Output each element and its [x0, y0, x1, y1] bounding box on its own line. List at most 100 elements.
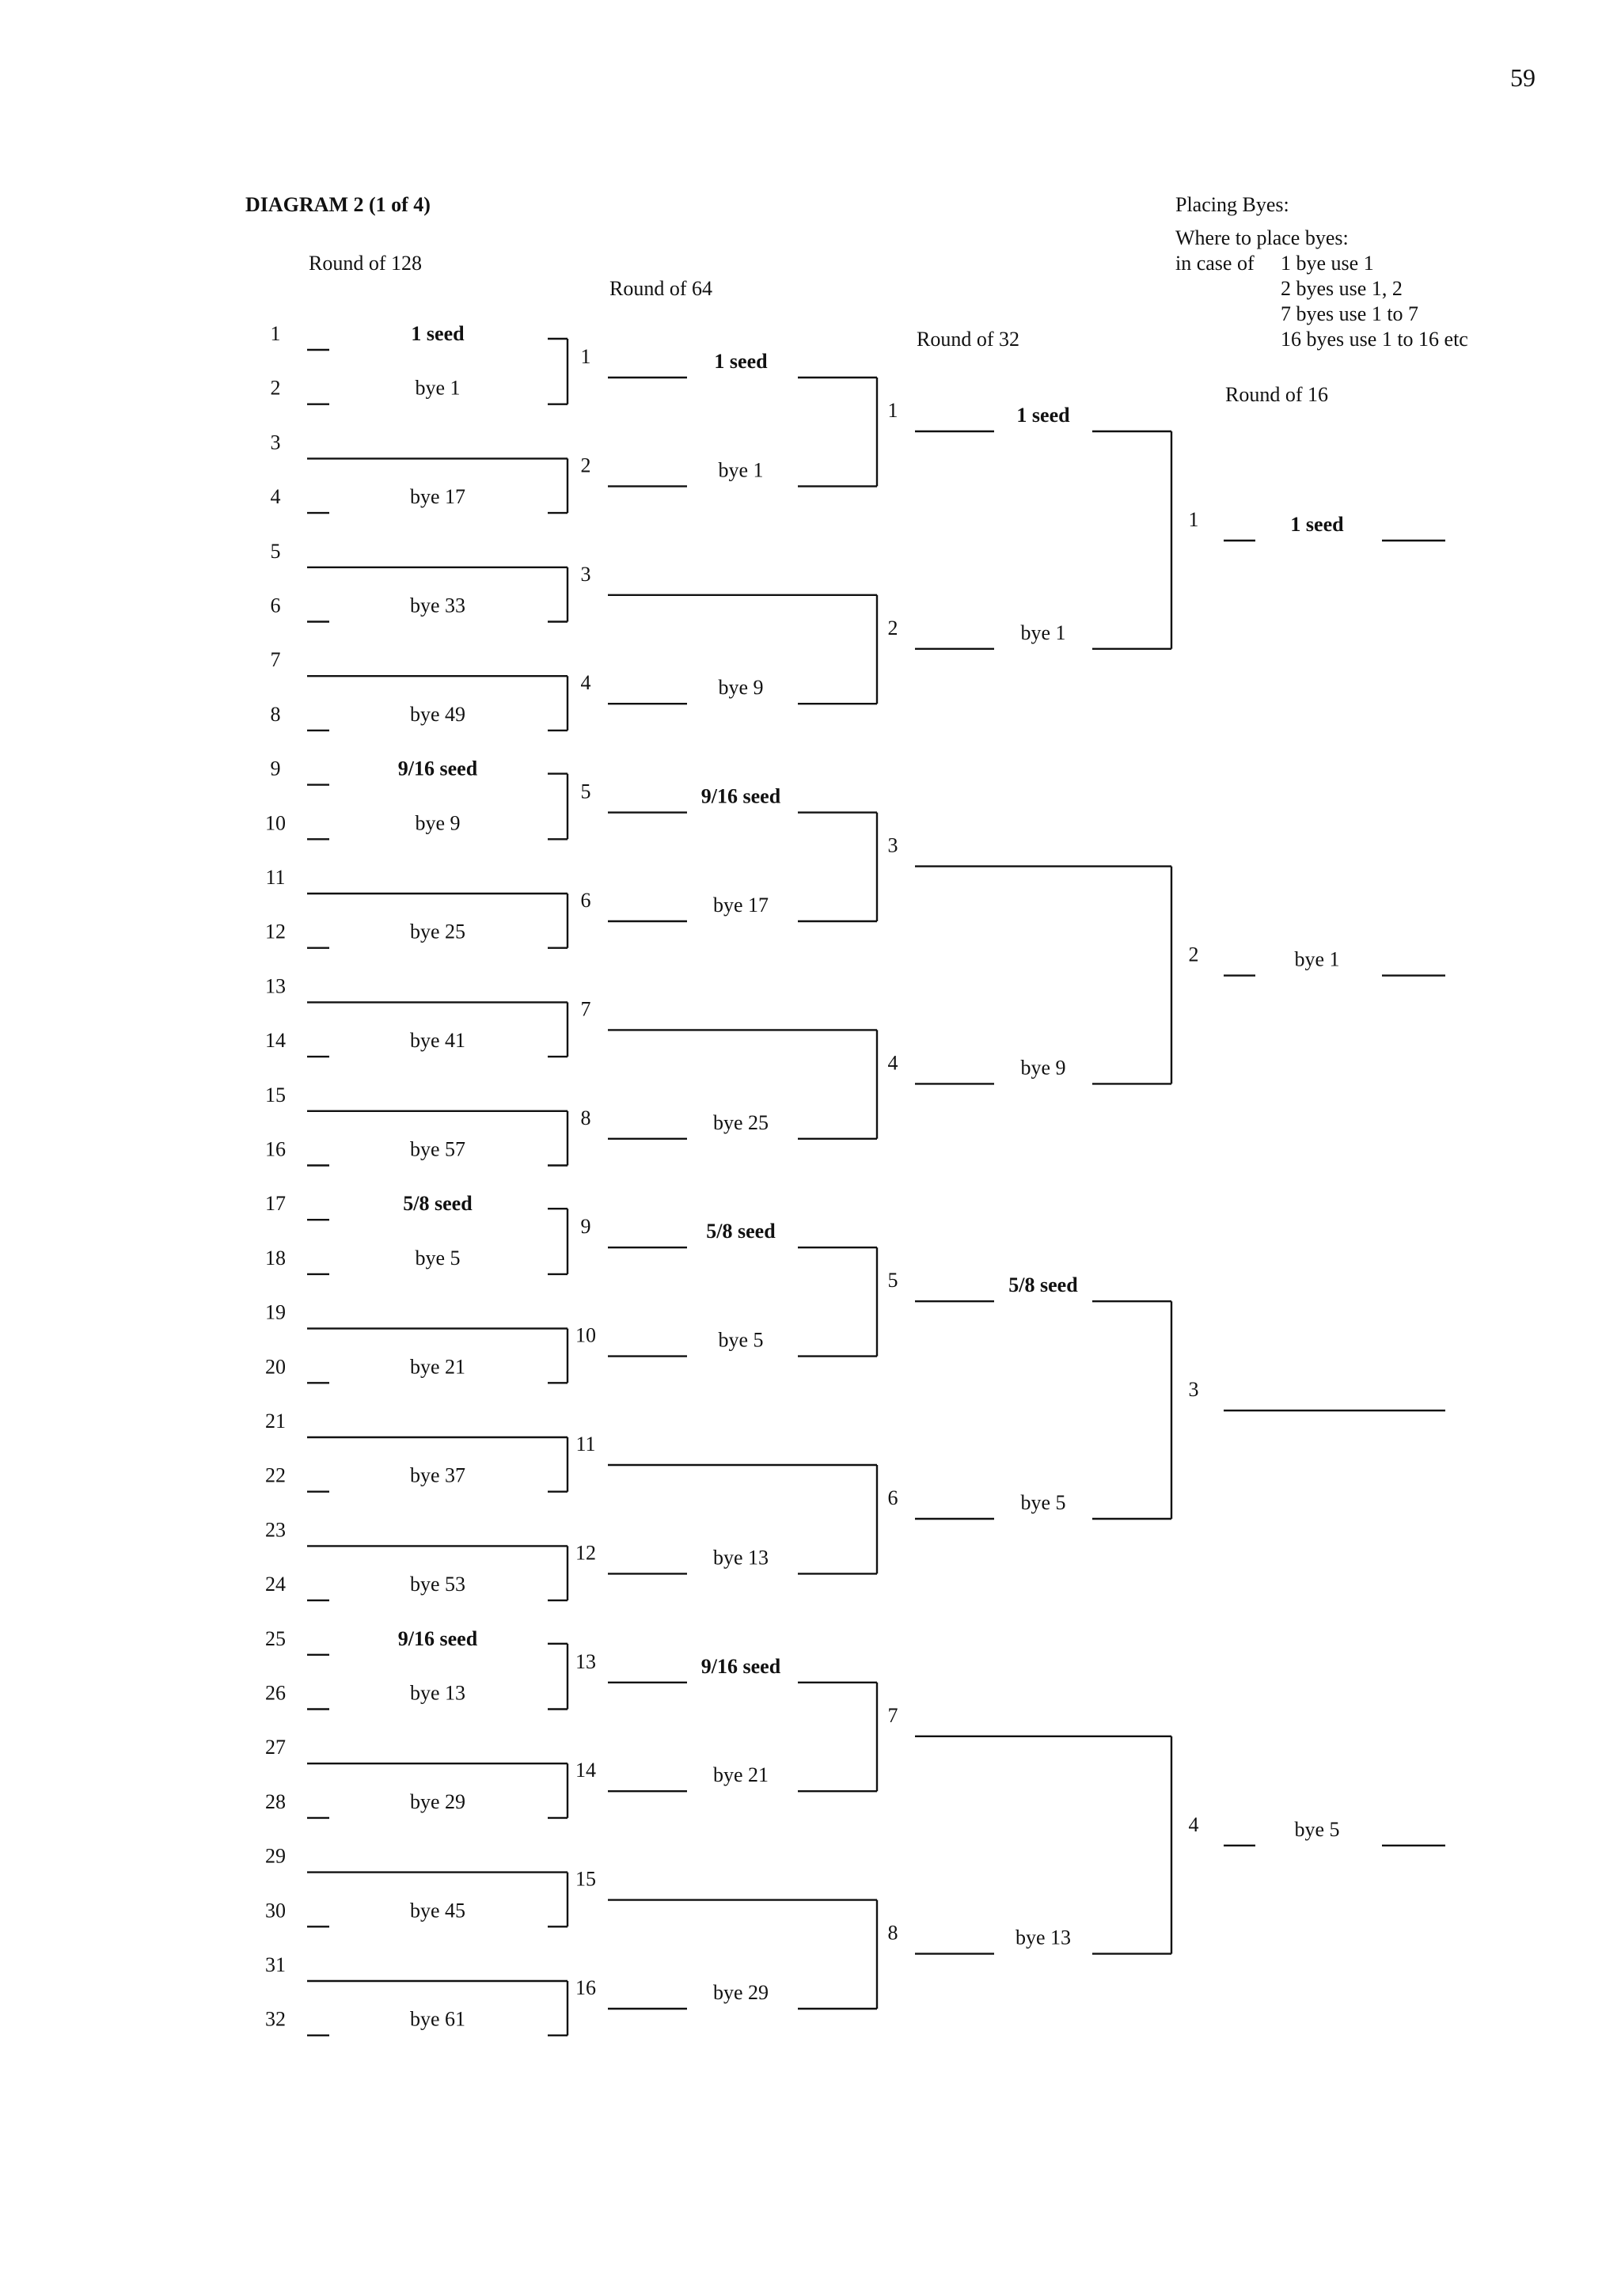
r128-slot-number: 16 [265, 1138, 286, 1161]
r128-entry-name: bye 45 [410, 1899, 465, 1922]
r64-entry-name: bye 29 [713, 1981, 769, 2004]
r128-slot-number: 11 [265, 866, 285, 889]
r128-entry-name: bye 37 [410, 1464, 465, 1487]
r64-entry-name: bye 21 [713, 1763, 769, 1786]
r16-entry-name: 1 seed [1290, 513, 1344, 536]
r128-entry-name: bye 1 [415, 377, 460, 400]
r64-slot-number: 13 [575, 1650, 596, 1673]
r64-slot-number: 1 [581, 345, 591, 368]
r128-entry-name: bye 29 [410, 1790, 465, 1813]
r128-entry-name: 9/16 seed [398, 757, 478, 780]
r128-slot-number: 21 [265, 1410, 286, 1433]
r128-slot-number: 10 [265, 811, 286, 834]
r128-entry-name: bye 9 [415, 811, 460, 834]
r16-slot-number: 1 [1189, 508, 1199, 531]
r16-slot-number: 4 [1189, 1813, 1199, 1836]
r128-slot-number: 13 [265, 974, 286, 997]
r64-entry-name: bye 13 [713, 1546, 769, 1569]
r128-entry-name: bye 33 [410, 594, 465, 617]
r128-entry-name: bye 25 [410, 920, 465, 943]
r128-entry-name: 5/8 seed [403, 1192, 473, 1215]
r128-slot-number: 5 [271, 540, 281, 563]
round-label-128: Round of 128 [309, 252, 422, 275]
r128-entry-name: bye 41 [410, 1029, 465, 1052]
r128-slot-number: 24 [265, 1573, 286, 1596]
r64-slot-number: 10 [575, 1324, 596, 1347]
r128-slot-number: 4 [271, 485, 281, 508]
r128-slot-number: 23 [265, 1518, 286, 1541]
r128-slot-number: 12 [265, 920, 286, 943]
r16-slot-number: 2 [1189, 943, 1199, 966]
r128-slot-number: 28 [265, 1790, 286, 1813]
r64-slot-number: 6 [581, 889, 591, 912]
r64-slot-number: 4 [581, 671, 591, 694]
r32-slot-number: 2 [888, 617, 898, 639]
r128-slot-number: 14 [265, 1029, 286, 1052]
r128-entry-name: bye 13 [410, 1682, 465, 1705]
r16-slot-number: 3 [1189, 1378, 1199, 1401]
round-label-32: Round of 32 [917, 328, 1019, 351]
r128-slot-number: 6 [271, 594, 281, 617]
r64-slot-number: 11 [575, 1433, 595, 1455]
r64-slot-number: 16 [575, 1976, 596, 1999]
r128-slot-number: 7 [271, 648, 281, 671]
r64-slot-number: 12 [575, 1541, 596, 1564]
r32-slot-number: 7 [888, 1704, 898, 1727]
diagram-title: DIAGRAM 2 (1 of 4) [245, 193, 431, 216]
round-label-64: Round of 64 [609, 277, 712, 300]
r128-entry-name: bye 21 [410, 1355, 465, 1378]
r128-slot-number: 8 [271, 703, 281, 726]
r128-slot-number: 27 [265, 1736, 286, 1759]
page-number: 59 [1510, 63, 1536, 92]
byes-rule-4: 16 byes use 1 to 16 etc [1281, 328, 1468, 351]
r128-entry-name: 1 seed [411, 322, 465, 345]
r128-slot-number: 17 [265, 1192, 286, 1215]
r128-entry-name: bye 49 [410, 703, 465, 726]
r64-slot-number: 5 [581, 780, 591, 803]
r128-entry-name: bye 53 [410, 1573, 465, 1596]
r64-slot-number: 7 [581, 997, 591, 1020]
r64-entry-name: bye 5 [718, 1329, 763, 1352]
r32-slot-number: 5 [888, 1269, 898, 1292]
r128-slot-number: 19 [265, 1301, 286, 1324]
r32-entry-name: 1 seed [1016, 404, 1070, 427]
r32-slot-number: 1 [888, 399, 898, 422]
r32-entry-name: bye 5 [1020, 1491, 1065, 1514]
byes-rule-3: 7 byes use 1 to 7 [1281, 302, 1419, 325]
r64-entry-name: 1 seed [714, 350, 768, 373]
byes-rule-2: 2 byes use 1, 2 [1281, 277, 1403, 300]
r128-slot-number: 15 [265, 1083, 286, 1106]
r128-slot-number: 20 [265, 1355, 286, 1378]
r32-slot-number: 3 [888, 834, 898, 857]
r128-slot-number: 25 [265, 1627, 286, 1650]
r64-entry-name: bye 25 [713, 1111, 769, 1134]
r128-slot-number: 1 [271, 322, 281, 345]
r32-entry-name: bye 13 [1015, 1926, 1071, 1949]
r128-entry-name: 9/16 seed [398, 1627, 478, 1650]
r64-slot-number: 2 [581, 454, 591, 476]
round-label-16: Round of 16 [1225, 383, 1328, 406]
r64-slot-number: 15 [575, 1868, 596, 1891]
r128-entry-name: bye 57 [410, 1138, 465, 1161]
r128-slot-number: 30 [265, 1899, 286, 1922]
r64-entry-name: 9/16 seed [701, 1655, 781, 1678]
byes-line1: Where to place byes: [1175, 226, 1349, 249]
r64-slot-number: 3 [581, 563, 591, 586]
r16-entry-name: bye 5 [1294, 1818, 1339, 1841]
r32-entry-name: 5/8 seed [1008, 1273, 1078, 1296]
r128-slot-number: 2 [271, 377, 281, 400]
r64-entry-name: bye 9 [718, 676, 763, 699]
r64-slot-number: 8 [581, 1106, 591, 1129]
r128-slot-number: 29 [265, 1845, 286, 1868]
r128-slot-number: 3 [271, 431, 281, 454]
r32-entry-name: bye 1 [1020, 621, 1065, 644]
r16-entry-name: bye 1 [1294, 948, 1339, 971]
byes-rule-1: 1 bye use 1 [1281, 252, 1374, 275]
byes-prefix: in case of [1175, 252, 1255, 275]
r128-slot-number: 9 [271, 757, 281, 780]
r128-slot-number: 32 [265, 2008, 286, 2031]
r64-entry-name: bye 1 [718, 458, 763, 481]
r128-slot-number: 31 [265, 1953, 286, 1976]
r128-entry-name: bye 61 [410, 2008, 465, 2031]
